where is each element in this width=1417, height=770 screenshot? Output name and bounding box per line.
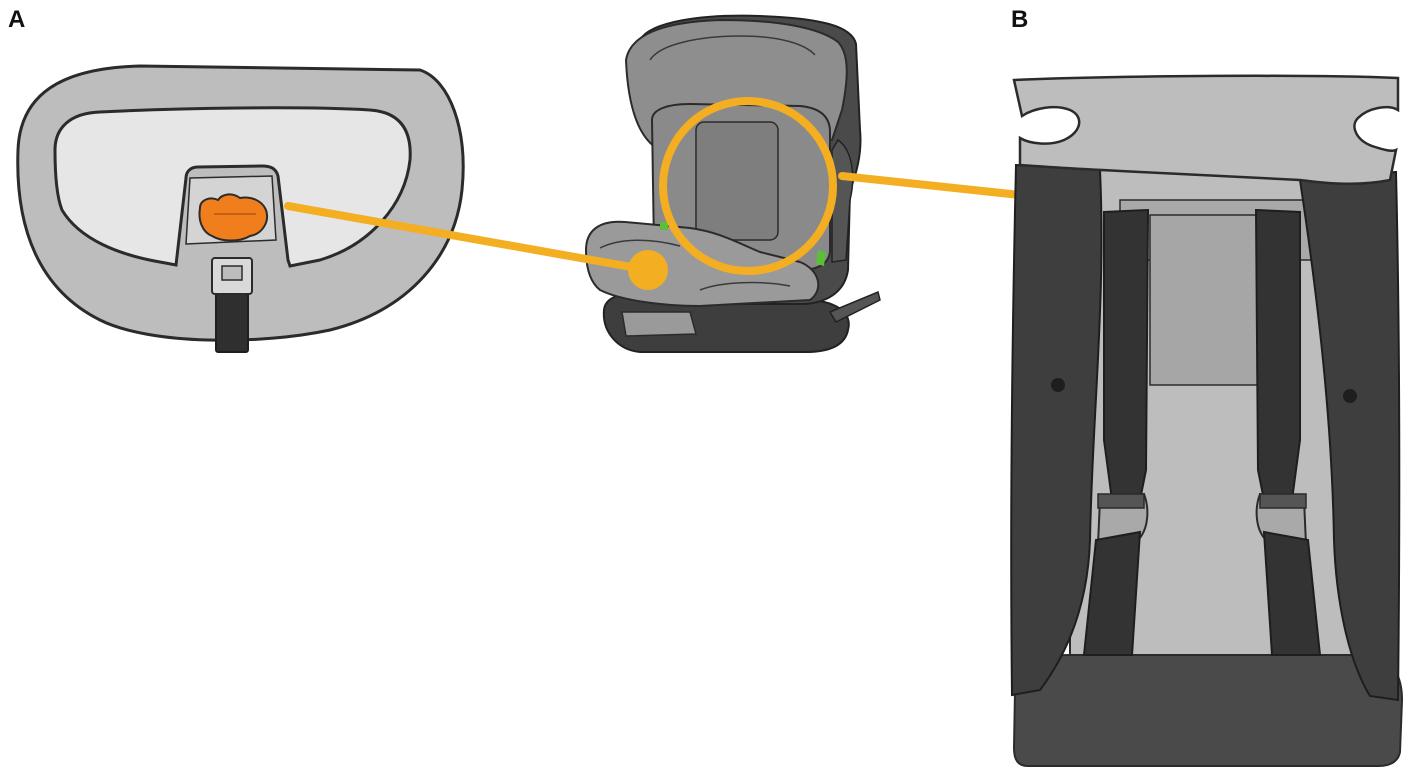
adjuster-strap	[211, 257, 253, 353]
side-wing-right	[1298, 170, 1401, 702]
seat-cushion-front	[1012, 654, 1404, 767]
panel-a-label: A	[8, 6, 26, 33]
connector-to-panel-a	[284, 202, 652, 274]
child-car-seat-icon	[584, 14, 881, 353]
panel-b-harness-view	[1010, 74, 1404, 767]
focus-ring	[659, 97, 837, 275]
connector-to-panel-b	[838, 172, 1052, 202]
side-wing-left	[1010, 163, 1103, 697]
callout-dot-seat	[628, 250, 668, 290]
panel-b-label: B	[1011, 6, 1029, 33]
shoulder-harness-right	[1254, 208, 1322, 656]
panel-a-seat-base	[16, 64, 465, 353]
harness-adjuster-icon	[198, 193, 268, 242]
shoulder-harness-icon	[1082, 208, 1150, 656]
seat-base-cavity	[53, 106, 412, 268]
headrest-top	[1012, 74, 1400, 185]
